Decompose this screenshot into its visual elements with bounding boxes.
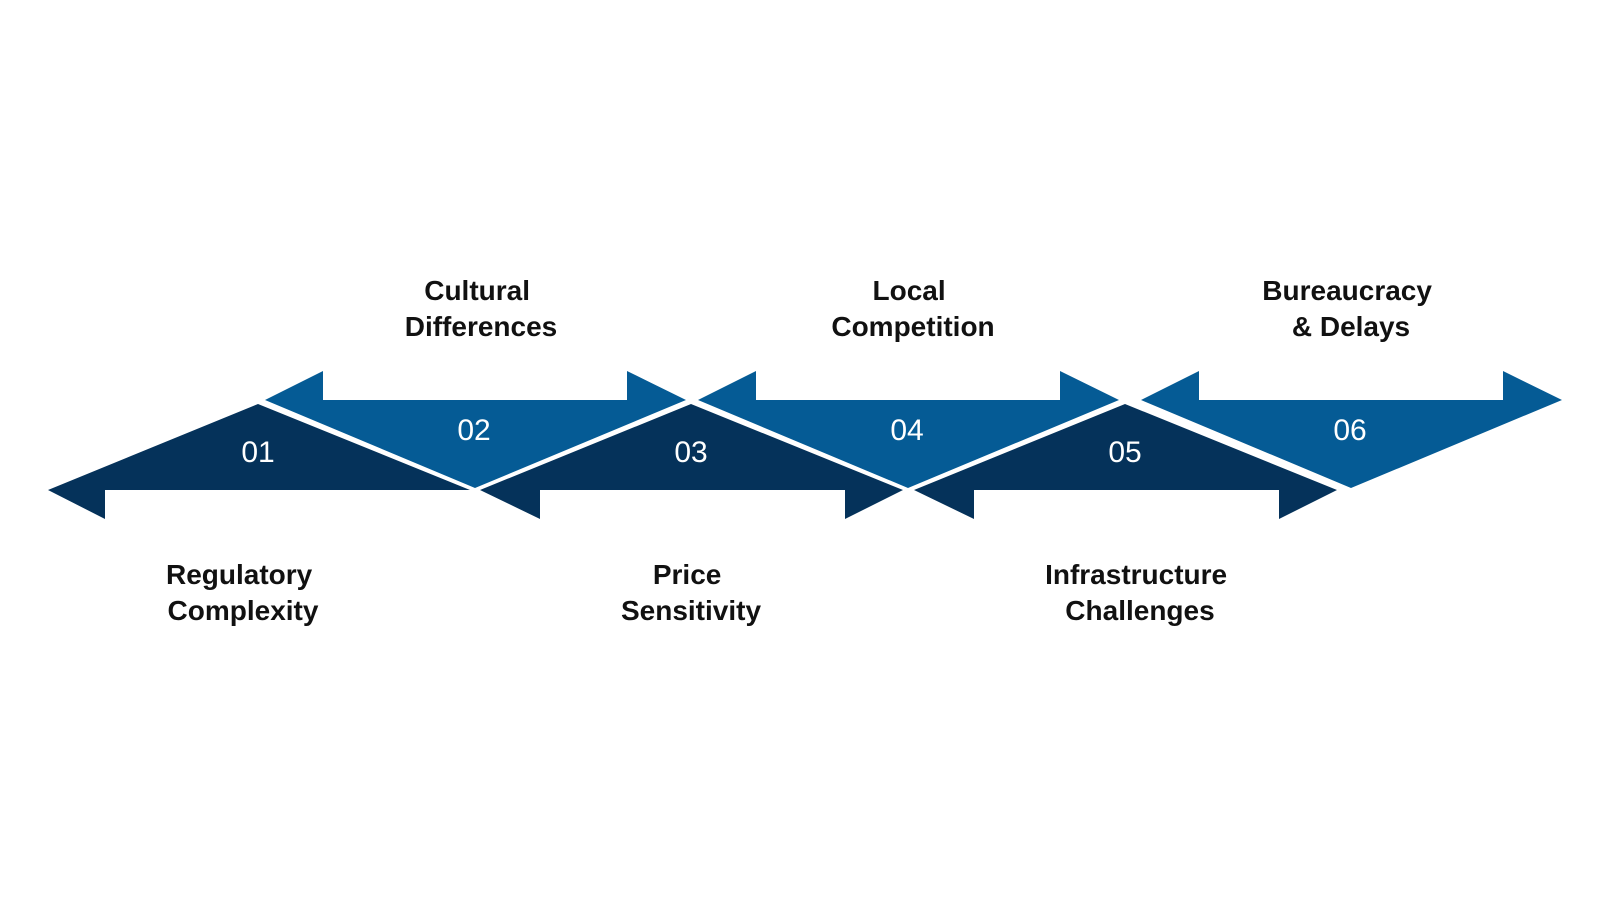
step-01-label-line1: Regulatory xyxy=(166,559,313,590)
step-04: 04 Local Competition xyxy=(698,275,1119,488)
step-04-number: 04 xyxy=(890,414,923,447)
step-03-number: 03 xyxy=(674,436,707,469)
step-06-number: 06 xyxy=(1333,414,1366,447)
step-03: 03 Price Sensitivity xyxy=(480,404,903,626)
step-02-arrow xyxy=(265,371,686,488)
step-02-label-line2: Differences xyxy=(405,311,558,342)
step-05-label-line2: Challenges xyxy=(1065,595,1214,626)
step-04-label: Local Competition xyxy=(831,275,994,342)
step-02-label-line1: Cultural xyxy=(424,275,530,306)
step-06-arrow xyxy=(1141,371,1562,488)
step-03-arrow xyxy=(480,404,903,519)
step-05-label: Infrastructure Challenges xyxy=(1045,559,1235,626)
step-02: 02 Cultural Differences xyxy=(265,275,686,488)
step-06: 06 Bureaucracy & Delays xyxy=(1141,275,1562,488)
step-06-label-line1: Bureaucracy xyxy=(1262,275,1432,306)
step-03-label-line2: Sensitivity xyxy=(621,595,761,626)
step-01-label-line2: Complexity xyxy=(168,595,319,626)
step-01: 01 Regulatory Complexity xyxy=(48,404,470,626)
step-05-label-line1: Infrastructure xyxy=(1045,559,1227,590)
step-05-arrow xyxy=(914,404,1337,519)
step-02-label: Cultural Differences xyxy=(405,275,558,342)
step-05-number: 05 xyxy=(1108,436,1141,469)
step-01-arrow xyxy=(48,404,470,519)
step-01-number: 01 xyxy=(241,436,274,469)
step-04-label-line2: Competition xyxy=(831,311,994,342)
step-01-label: Regulatory Complexity xyxy=(166,559,320,626)
step-05: 05 Infrastructure Challenges xyxy=(914,404,1337,626)
step-03-label: Price Sensitivity xyxy=(621,559,761,626)
step-04-label-line1: Local xyxy=(873,275,946,306)
step-06-label: Bureaucracy & Delays xyxy=(1262,275,1439,342)
step-04-arrow xyxy=(698,371,1119,488)
step-06-label-line2: & Delays xyxy=(1292,311,1410,342)
step-03-label-line1: Price xyxy=(653,559,722,590)
step-02-number: 02 xyxy=(457,414,490,447)
